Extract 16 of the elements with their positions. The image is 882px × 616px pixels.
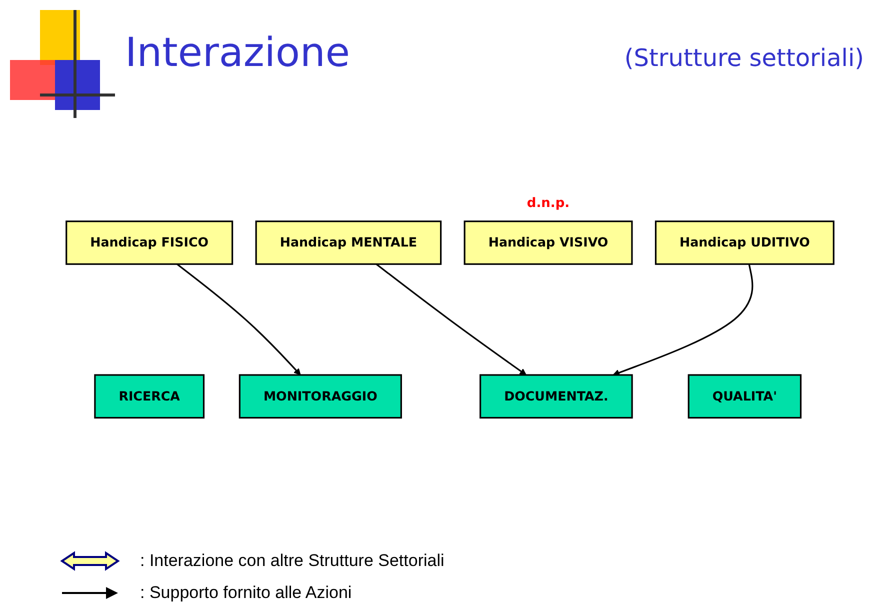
subtitle: (Strutture settoriali) xyxy=(624,44,864,72)
node-box: Handicap VISIVO xyxy=(464,221,633,266)
legend-text: : Interazione con altre Strutture Settoriali xyxy=(140,551,444,571)
node-box: RICERCA xyxy=(94,374,205,419)
node-box: Handicap FISICO xyxy=(66,221,234,266)
node-box: Handicap MENTALE xyxy=(255,221,442,266)
arrow xyxy=(376,264,526,376)
node-note: d.n.p. xyxy=(526,196,570,211)
node-box: DOCUMENTAZ. xyxy=(480,374,633,419)
node-box: QUALITA' xyxy=(688,374,802,419)
legend-text: : Supporto fornito alle Azioni xyxy=(140,583,352,603)
node-box: Handicap UDITIVO xyxy=(654,221,834,266)
node-box: MONITORAGGIO xyxy=(238,374,402,419)
title: Interazione xyxy=(125,30,350,76)
arrow xyxy=(176,264,301,376)
arrow xyxy=(612,264,754,376)
